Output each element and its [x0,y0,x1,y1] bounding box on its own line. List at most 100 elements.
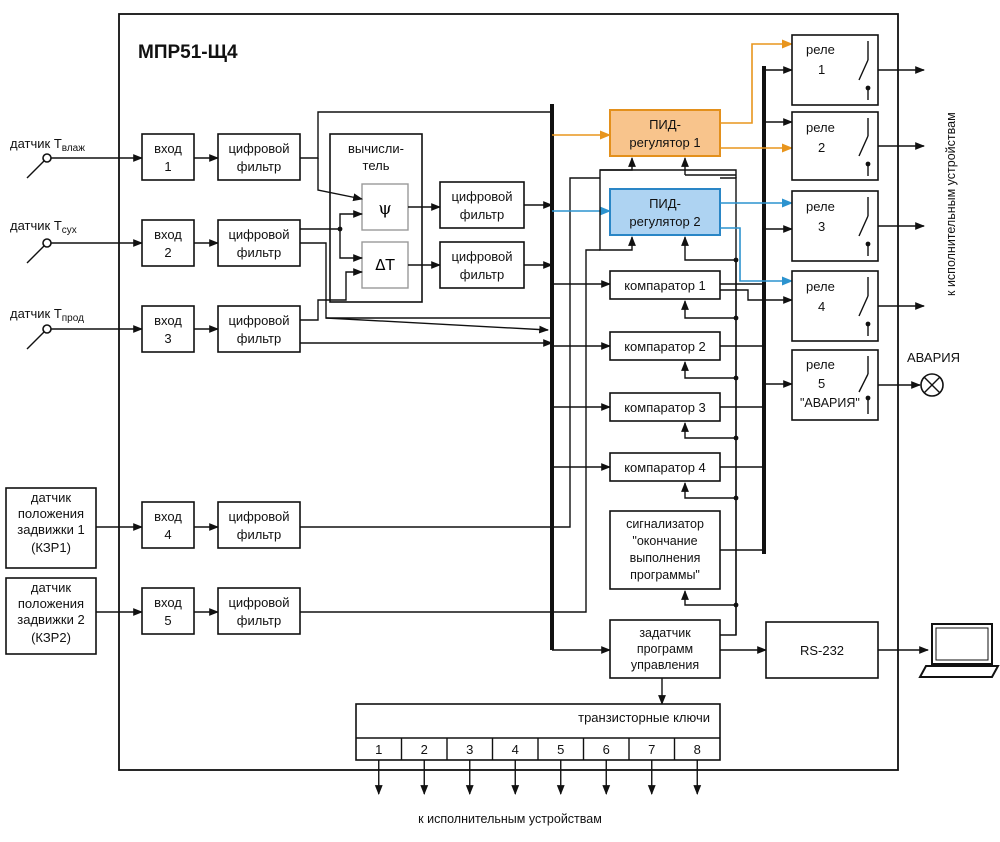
rs232-interface: RS-232 [765,621,879,679]
comparator-3: компаратор 3 [609,392,721,422]
svg-text:задвижки 2: задвижки 2 [17,612,84,627]
svg-text:программ: программ [637,642,693,656]
sensor-humid: датчик Tвлаж [10,136,85,179]
svg-text:компаратор 1: компаратор 1 [624,278,706,293]
comparator-4: компаратор 4 [609,452,721,482]
svg-text:реле: реле [806,120,835,135]
svg-text:датчик Tвлаж: датчик Tвлаж [10,136,85,154]
svg-text:фильтр: фильтр [237,613,281,628]
svg-text:датчик Tпрод: датчик Tпрод [10,306,84,324]
to-devices-vertical-label: к исполнительным устройствам [944,112,958,296]
alarm-label: АВАРИЯ [907,350,960,365]
key-channel-label: 5 [557,742,564,757]
svg-text:компаратор 4: компаратор 4 [624,460,706,475]
svg-text:4: 4 [818,299,825,314]
svg-text:цифровой: цифровой [451,189,512,204]
digital-filter-3: цифровой фильтр [217,305,301,353]
svg-text:управления: управления [631,658,699,672]
svg-text:датчик Tсух: датчик Tсух [10,218,77,236]
delta-t-symbol: ΔT [375,256,395,274]
svg-text:датчик: датчик [31,490,72,505]
sensor-dry: датчик Tсух [10,218,77,264]
svg-text:вход: вход [154,595,182,610]
svg-text:ПИД-: ПИД- [649,117,681,132]
svg-text:цифровой: цифровой [228,595,289,610]
svg-text:цифровой: цифровой [228,313,289,328]
svg-text:5: 5 [818,376,825,391]
svg-text:вычисли-: вычисли- [348,141,404,156]
digital-filter-delta: цифровой фильтр [439,241,525,289]
input-block-4: вход 4 [141,501,195,549]
svg-text:датчик: датчик [31,580,72,595]
svg-text:транзисторные ключи: транзисторные ключи [578,710,710,725]
svg-text:реле: реле [806,279,835,294]
svg-text:1: 1 [164,159,171,174]
svg-text:фильтр: фильтр [237,159,281,174]
relay-5-alarm: реле 5 "АВАРИЯ" [791,349,879,421]
svg-text:3: 3 [818,219,825,234]
calculator-block: вычисли- тель ψ ΔT [329,133,423,303]
comparator-2: компаратор 2 [609,331,721,361]
alarm-lamp-icon [920,373,944,397]
key-channel-label: 7 [648,742,655,757]
comparator-1: компаратор 1 [609,270,721,300]
svg-text:задвижки 1: задвижки 1 [17,522,84,537]
svg-text:программы": программы" [630,568,700,582]
svg-text:ПИД-: ПИД- [649,196,681,211]
svg-text:регулятор 1: регулятор 1 [629,135,700,150]
wire-pid1-relay1 [720,39,794,124]
laptop-icon [918,623,1000,678]
svg-text:1: 1 [818,62,825,77]
program-setter: задатчик программ управления [609,619,721,679]
valve-sensor-1: датчик положения задвижки 1 (КЗР1) [5,487,97,569]
pid-regulator-1: ПИД- регулятор 1 [609,109,721,157]
svg-text:фильтр: фильтр [460,267,504,282]
key-channel-label: 3 [466,742,473,757]
digital-filter-1: цифровой фильтр [217,133,301,181]
digital-filter-4: цифровой фильтр [217,501,301,549]
svg-text:3: 3 [164,331,171,346]
svg-text:задатчик: задатчик [639,626,691,640]
svg-text:выполнения: выполнения [630,551,701,565]
svg-text:цифровой: цифровой [228,227,289,242]
digital-filter-psi: цифровой фильтр [439,181,525,229]
svg-text:регулятор 2: регулятор 2 [629,214,700,229]
svg-text:цифровой: цифровой [451,249,512,264]
svg-text:цифровой: цифровой [228,509,289,524]
svg-text:фильтр: фильтр [237,245,281,260]
svg-text:фильтр: фильтр [237,527,281,542]
svg-text:вход: вход [154,227,182,242]
program-end-signalizer: сигнализатор "окончание выполнения прогр… [609,510,721,590]
digital-filter-2: цифровой фильтр [217,219,301,267]
svg-text:сигнализатор: сигнализатор [626,517,704,531]
svg-text:4: 4 [164,527,171,542]
pid-regulator-2: ПИД- регулятор 2 [609,188,721,236]
relay-4: реле 4 [791,270,879,342]
svg-text:5: 5 [164,613,171,628]
svg-text:компаратор 2: компаратор 2 [624,339,706,354]
device-frame [118,13,899,771]
input-block-1: вход 1 [141,133,195,181]
input-block-2: вход 2 [141,219,195,267]
svg-text:(КЗР2): (КЗР2) [31,630,71,645]
svg-text:положения: положения [18,596,84,611]
valve-sensor-2: датчик положения задвижки 2 (КЗР2) [5,577,97,655]
svg-text:реле: реле [806,357,835,372]
sensor-product: датчик Tпрод [10,306,84,350]
psi-symbol: ψ [378,199,391,219]
key-channel-label: 1 [375,742,382,757]
relay-3: реле 3 [791,190,879,262]
svg-text:фильтр: фильтр [237,331,281,346]
svg-text:положения: положения [18,506,84,521]
svg-text:RS-232: RS-232 [800,643,844,658]
svg-text:(КЗР1): (КЗР1) [31,540,71,555]
to-devices-bottom-label: к исполнительным устройствам [418,812,602,826]
digital-filter-5: цифровой фильтр [217,587,301,635]
svg-text:реле: реле [806,42,835,57]
device-title: МПР51-Щ4 [138,42,238,63]
svg-text:цифровой: цифровой [228,141,289,156]
svg-text:вход: вход [154,509,182,524]
wire-pid2-relay4 [720,227,794,286]
svg-text:компаратор 3: компаратор 3 [624,400,706,415]
